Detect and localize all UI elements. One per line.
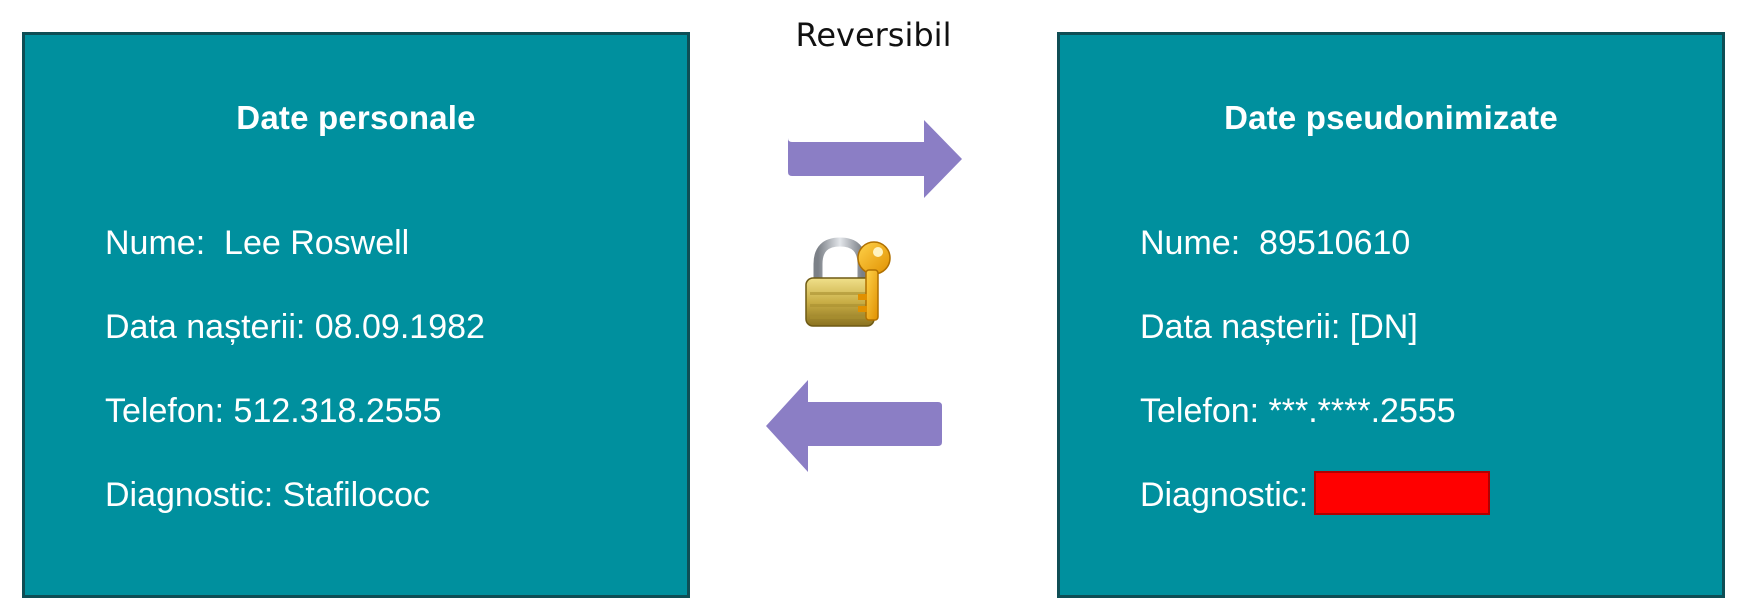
- lock-with-key-icon: [805, 237, 891, 327]
- arrow-right-shape: [788, 120, 962, 198]
- personal-data-panel: Date personale Nume: Lee Roswell Data na…: [22, 32, 690, 598]
- arrow-left-icon: [766, 380, 942, 472]
- reversible-label: Reversibil: [795, 16, 952, 54]
- arrow-left-shape: [766, 380, 942, 472]
- personal-diagnostic-field: Diagnostic: Stafilococ: [105, 476, 431, 514]
- pseudonymized-phone-field: Telefon: ***.****.2555: [1140, 392, 1456, 430]
- personal-birthdate-field: Data nașterii: 08.09.1982: [105, 308, 485, 346]
- pseudonymized-diagnostic-row: Diagnostic:: [1140, 471, 1491, 516]
- lock-shackle: [813, 237, 867, 282]
- pseudonymized-name-field: Nume: 89510610: [1140, 224, 1411, 262]
- key-shape: [857, 241, 891, 321]
- redacted-diagnostic-box: [1314, 471, 1491, 516]
- pseudonymized-birthdate-field: Data nașterii: [DN]: [1140, 308, 1418, 346]
- pseudonymized-data-title: Date pseudonimizate: [1224, 99, 1558, 136]
- personal-data-title: Date personale: [236, 99, 476, 136]
- personal-phone-field: Telefon: 512.318.2555: [105, 392, 442, 430]
- pseudonymized-diagnostic-label: Diagnostic:: [1140, 476, 1309, 514]
- arrow-right-icon: [788, 120, 962, 198]
- personal-name-field: Nume: Lee Roswell: [105, 224, 410, 262]
- pseudonymized-data-panel: Date pseudonimizate Nume: 89510610 Data …: [1057, 32, 1725, 598]
